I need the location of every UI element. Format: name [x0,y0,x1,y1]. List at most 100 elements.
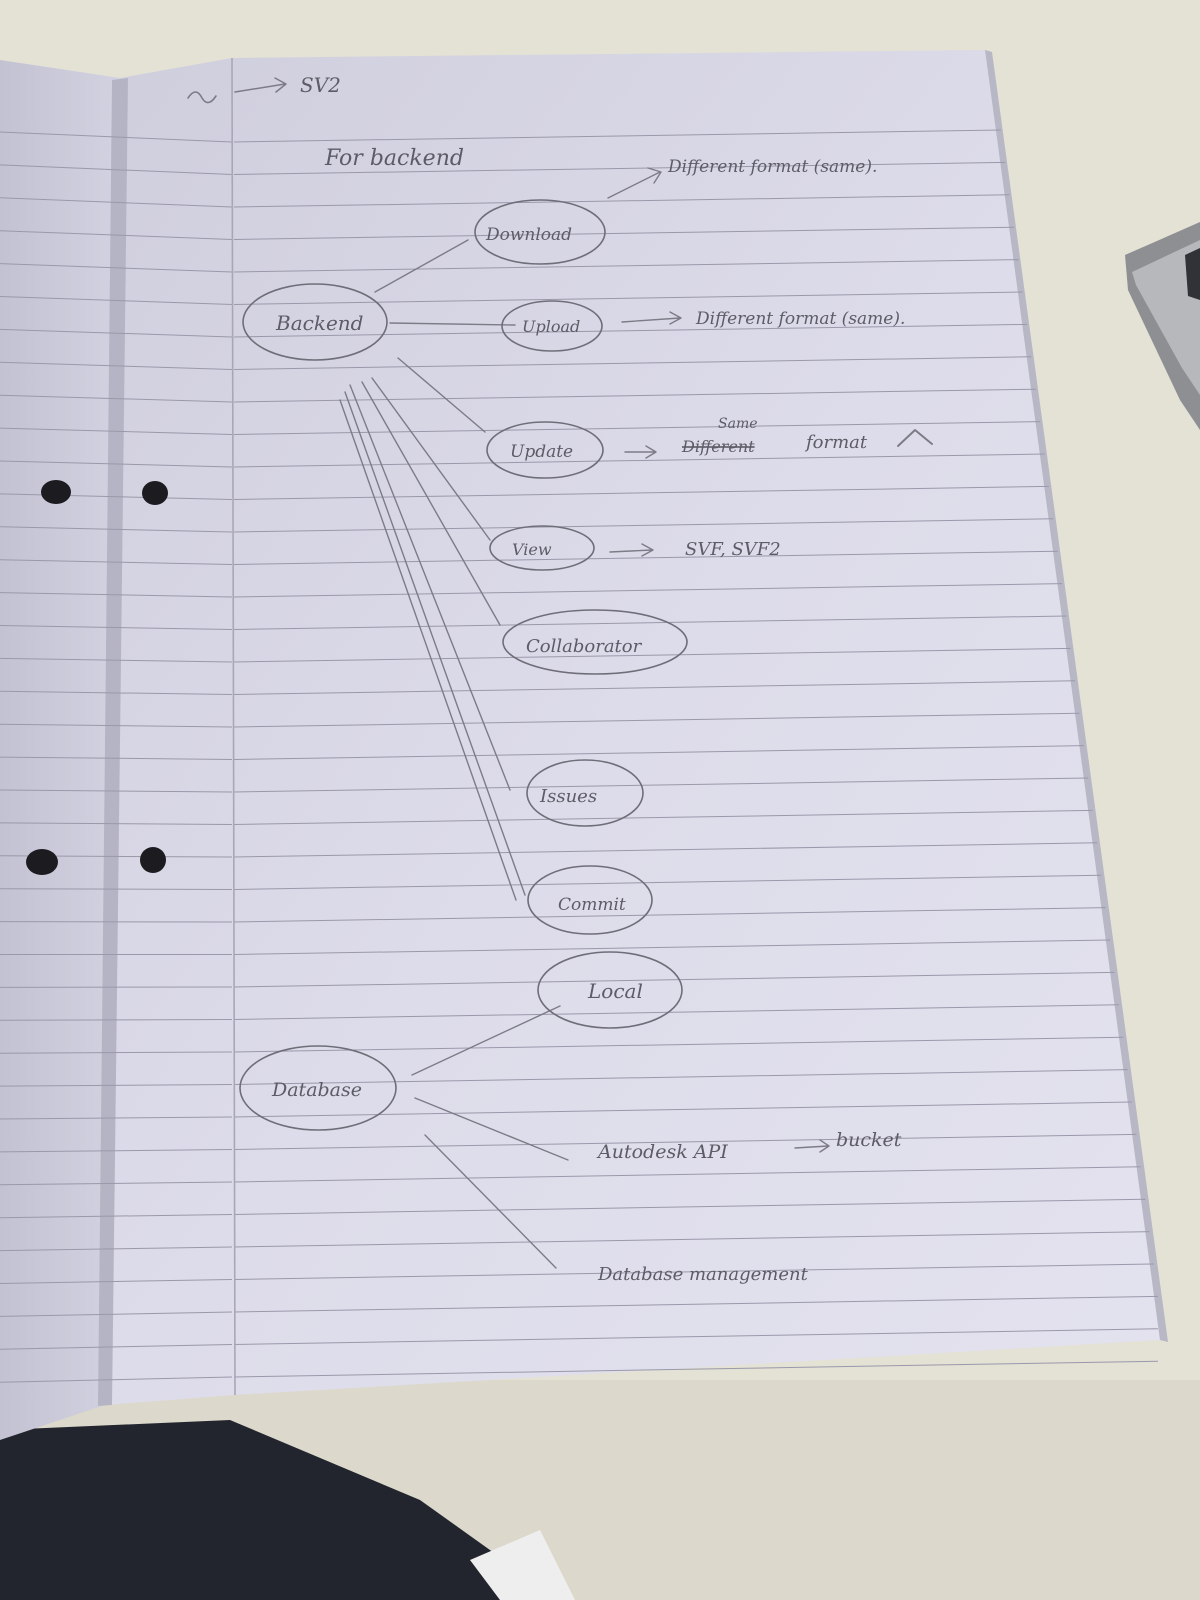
rule-line [233,809,1093,825]
rule-line [0,526,233,533]
ruled-lines-left [0,131,233,1383]
rule-line [0,1311,233,1317]
download-label: Download [485,225,572,245]
update-oval [486,421,604,479]
margin-line [231,57,236,1396]
rule-line [0,1181,233,1186]
view-note: SVF, SVF2 [685,539,781,560]
rule-line [233,1231,1150,1248]
rule-line [233,615,1067,630]
commit-oval [527,865,653,935]
rule-line [233,1198,1146,1215]
scribble-mark [187,91,217,104]
rule-line [233,356,1032,370]
rule-line [0,230,233,240]
rule-line [0,460,233,468]
rule-line [233,129,1001,143]
rule-line [0,723,233,728]
rule-line [233,583,1063,598]
rule-line [0,427,233,435]
rule-line [0,394,233,403]
punch-hole [26,849,58,875]
rule-line [233,453,1045,468]
update-note-struck: Different [681,437,755,456]
page-edge [985,50,1168,1342]
arrow-icon [794,1139,830,1153]
rule-line [233,712,1080,728]
rule-line [233,647,1071,663]
rule-line [233,1004,1119,1020]
rule-line [233,1360,1159,1378]
left-page [0,60,120,1440]
rule-line [0,1279,233,1284]
rule-line [233,1166,1141,1183]
collaborator-label: Collaborator [526,636,643,657]
rule-line [233,161,1006,175]
rule-line [233,874,1102,890]
collaborator-oval [502,609,688,675]
rule-line [233,1263,1154,1280]
arrow-icon [621,311,682,325]
backend-oval [242,283,388,361]
rule-line [0,328,233,338]
punch-hole [41,480,71,504]
rule-line [0,361,233,370]
rule-line [0,197,233,208]
local-oval [537,951,683,1029]
rule-line [233,680,1076,695]
top-note: SV2 [300,73,341,97]
rule-line [233,907,1106,923]
rule-line [0,592,233,598]
update-label: Update [510,442,573,462]
rule-line [0,493,233,500]
commit-label: Commit [558,895,626,915]
rule-line [0,756,233,760]
rule-line [233,1036,1124,1053]
rule-line [233,745,1084,760]
view-label: View [512,540,552,559]
rule-line [233,842,1098,858]
rule-line [233,1133,1137,1150]
update-note: format [804,432,868,453]
rule-line [0,559,233,565]
rule-line [233,1069,1128,1085]
backend-node: Backend [275,311,363,335]
rule-line [233,194,1010,208]
ruled-lines [233,129,1159,1378]
view-oval [489,525,595,571]
rule-line [233,971,1115,988]
rule-line [233,518,1054,533]
rule-line [233,550,1058,565]
notebook-page [105,50,1160,1405]
sleeve [0,1420,560,1600]
rule-line [233,1328,1159,1345]
rule-line [233,485,1049,500]
download-oval [474,199,606,265]
caret-mark [897,429,933,447]
rule-line [0,1214,233,1219]
database-oval [239,1045,397,1131]
rule-line [0,822,233,825]
arrow-icon [607,167,662,199]
rule-line [0,625,233,630]
rule-line [233,777,1089,793]
laptop-screen [1185,248,1200,300]
issues-oval [526,759,644,827]
rule-line [233,291,1023,305]
rule-line [233,1101,1133,1118]
rule-line [0,690,233,695]
database-connectors [411,1005,569,1269]
rule-line [0,296,233,305]
rule-line [0,789,233,793]
issues-label: Issues [539,786,597,807]
rule-line [0,1051,233,1054]
rule-line [0,888,233,890]
sleeve-cuff [470,1530,575,1600]
rule-line [233,226,1014,240]
punch-hole [140,847,166,873]
laptop-bezel [1132,240,1200,395]
rule-line [0,1116,233,1120]
database-node: Database [271,1079,362,1101]
rule-line [0,1084,233,1087]
